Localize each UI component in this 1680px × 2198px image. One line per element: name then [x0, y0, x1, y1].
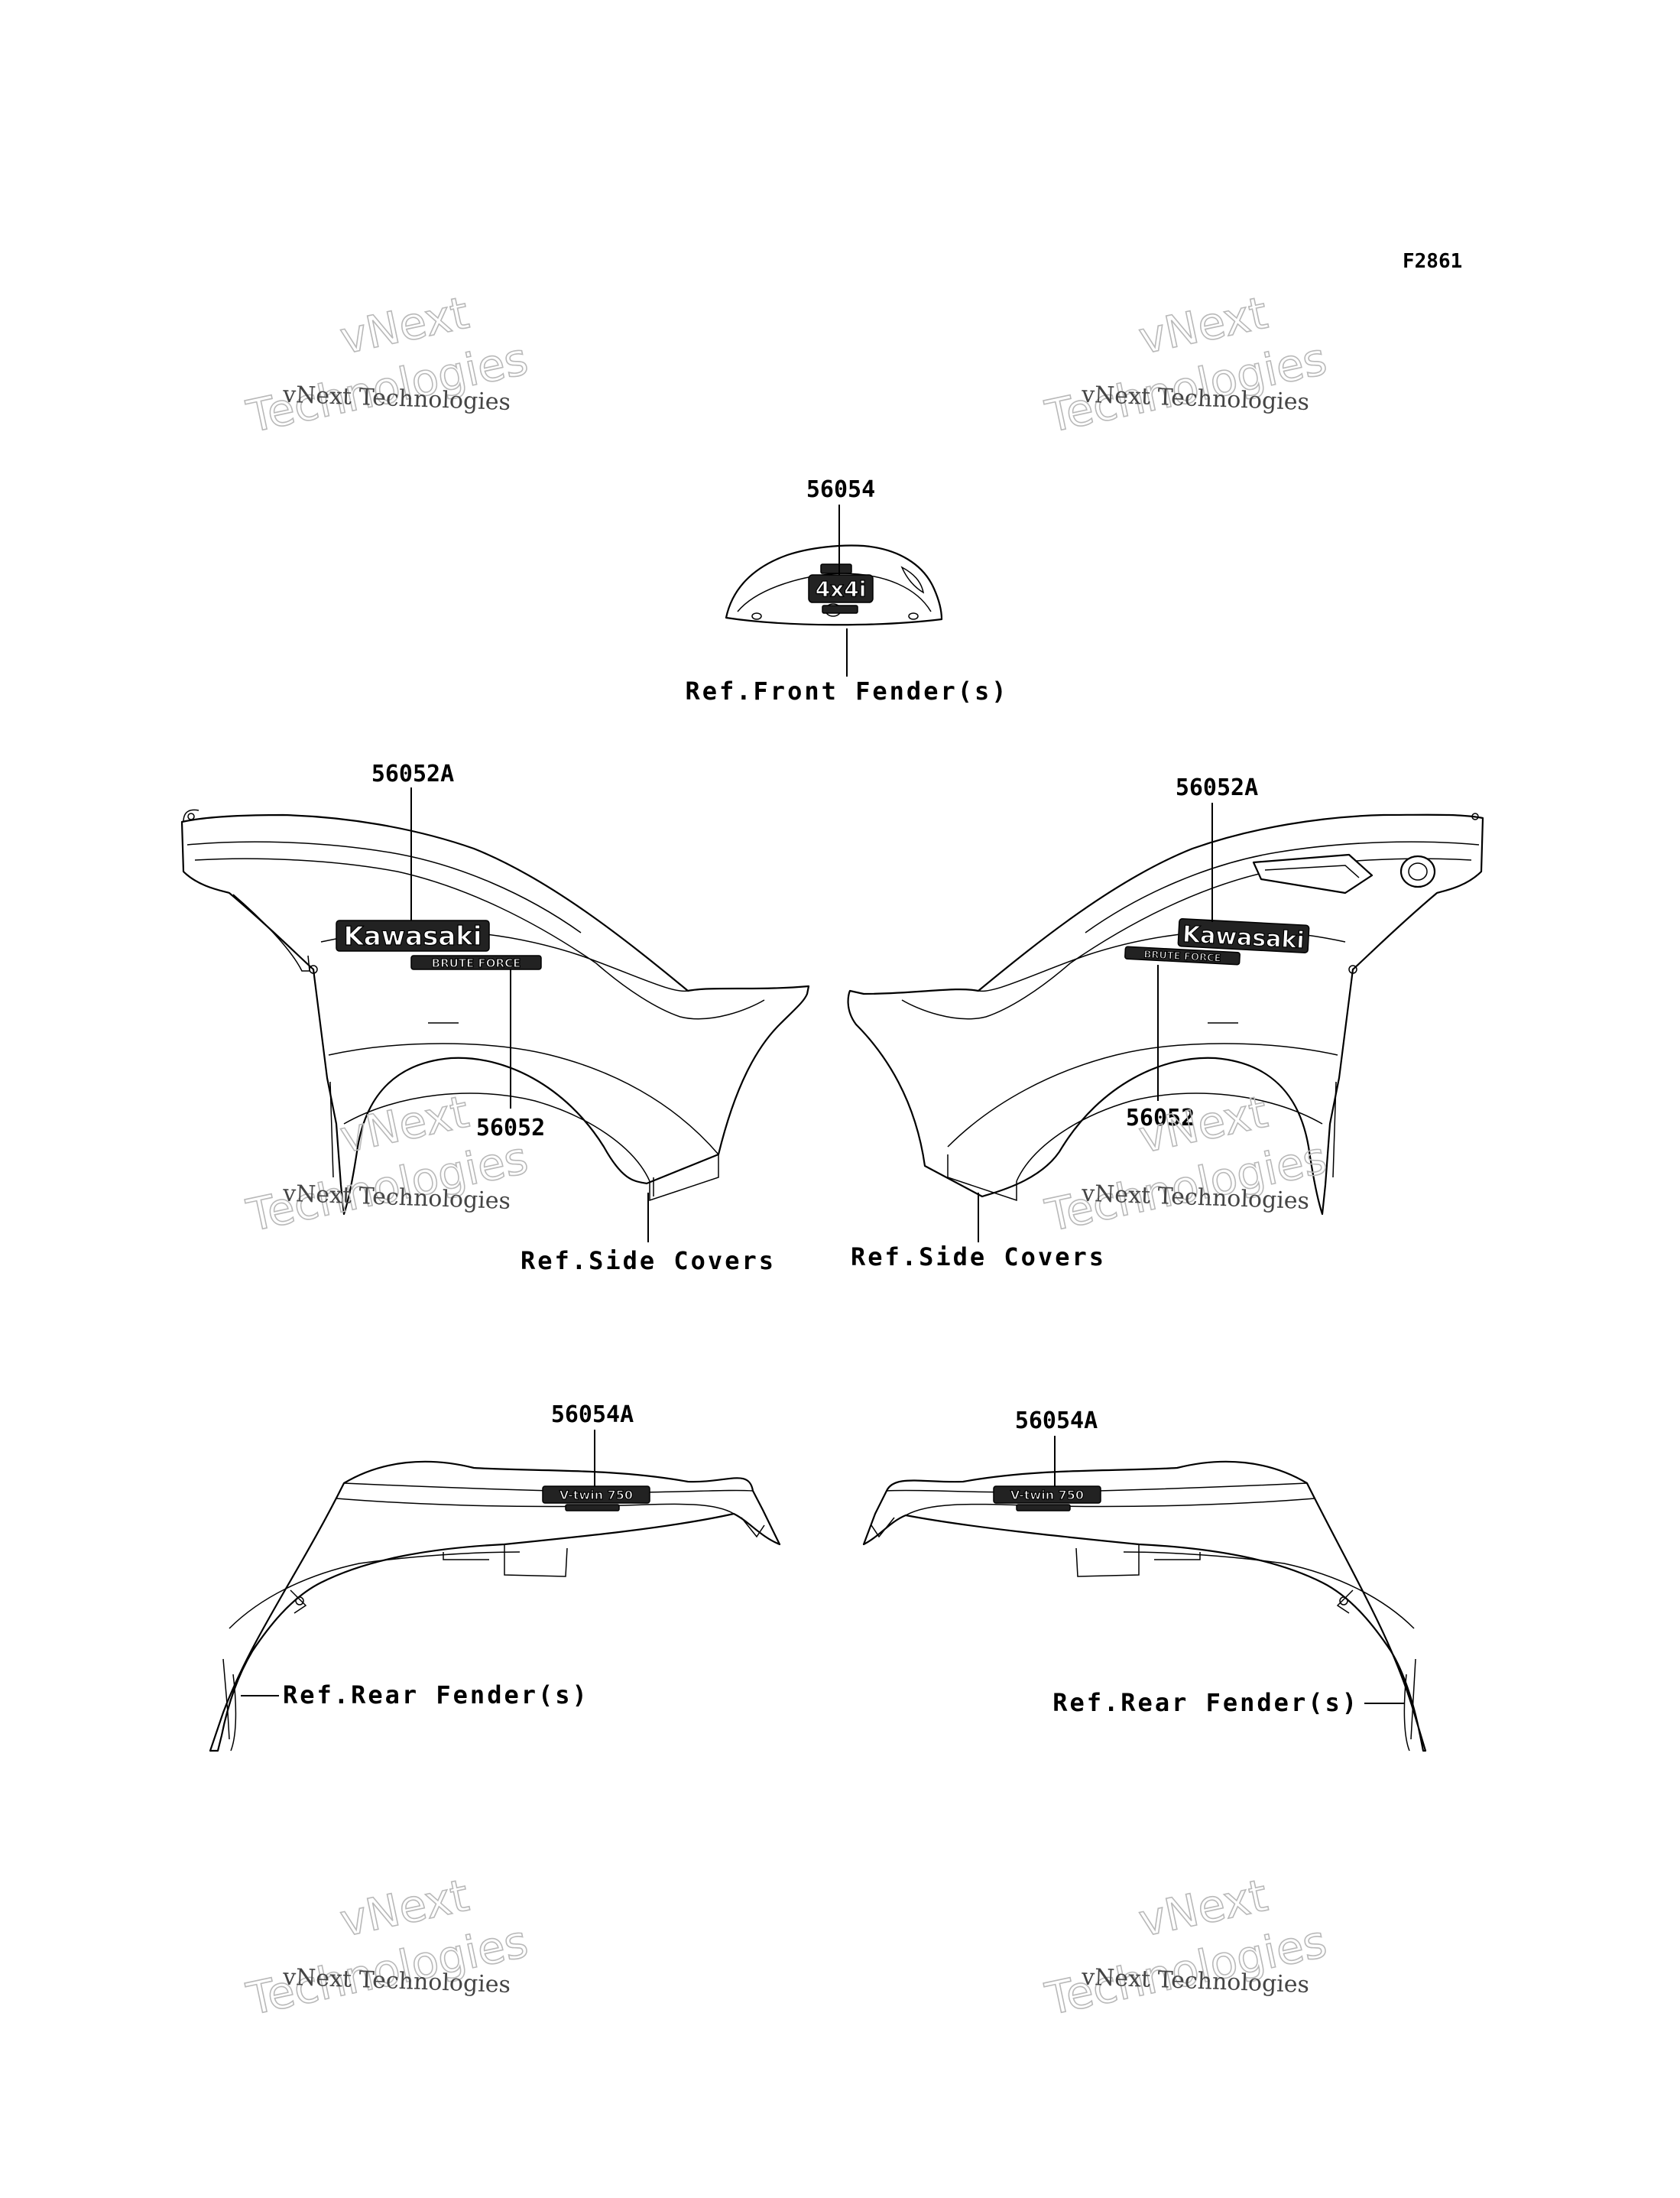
figure-number: F2861 — [1403, 250, 1462, 273]
watermark-bottom-left: vNext Technologies vNext Technologies — [242, 1868, 533, 2026]
callout-56052A-right: 56052A — [1176, 774, 1258, 801]
callout-56052-right: 56052 — [1126, 1105, 1195, 1131]
watermark-middle-left: vNext Technologies vNext Technologies — [242, 1085, 533, 1242]
rear-fender-left-group: V-twin 750 56054A Ref.Rear Fender(s) — [209, 1401, 781, 1752]
callout-56054A-right: 56054A — [1015, 1407, 1098, 1434]
svg-text:Kawasaki: Kawasaki — [1182, 921, 1305, 954]
right-side-cover-part — [847, 813, 1484, 1216]
kawasaki-decal-left: Kawasaki — [336, 920, 490, 953]
brute-force-decal-right: BRUTE FORCE — [1124, 946, 1241, 966]
left-side-cover-part — [180, 813, 810, 1216]
kawasaki-decal-right: Kawasaki — [1177, 918, 1310, 955]
rear-fender-right-group: V-twin 750 56054A Ref.Rear Fender(s) — [862, 1407, 1427, 1752]
svg-text:V-twin 750: V-twin 750 — [1010, 1488, 1084, 1502]
svg-text:4x4i: 4x4i — [816, 576, 867, 602]
callout-56052A-left: 56052A — [371, 761, 454, 787]
svg-text:Kawasaki: Kawasaki — [343, 921, 482, 952]
v-twin-decal-left: V-twin 750 — [542, 1485, 650, 1511]
four-by-four-decal: 4x4i — [808, 563, 874, 614]
watermark-top-left: vNext Technologies vNext Technologies — [242, 286, 533, 443]
callout-56052-left: 56052 — [476, 1115, 545, 1141]
front-fender-decal-group: 4x4i 56054 Ref.Front Fender(s) — [685, 476, 1008, 706]
ref-side-covers-right: Ref.Side Covers — [851, 1242, 1106, 1271]
right-side-cover-group: Kawasaki BRUTE FORCE 56052A 56052 Ref.Si… — [847, 774, 1484, 1271]
svg-text:V-twin 750: V-twin 750 — [559, 1488, 633, 1502]
callout-56054: 56054 — [806, 476, 875, 503]
svg-text:BRUTE FORCE: BRUTE FORCE — [432, 956, 521, 970]
v-twin-decal-right: V-twin 750 — [993, 1485, 1101, 1511]
callout-56054A-left: 56054A — [551, 1401, 634, 1428]
watermark-bottom-right: vNext Technologies vNext Technologies — [1040, 1868, 1331, 2026]
brute-force-decal-left: BRUTE FORCE — [410, 955, 542, 971]
ref-side-covers-left: Ref.Side Covers — [521, 1246, 776, 1275]
svg-text:BRUTE FORCE: BRUTE FORCE — [1143, 949, 1221, 964]
watermark-top-right: vNext Technologies vNext Technologies — [1040, 286, 1331, 443]
ref-rear-fender-right: Ref.Rear Fender(s) — [1052, 1688, 1359, 1717]
left-side-cover-group: Kawasaki BRUTE FORCE 56052A 56052 Ref.Si… — [180, 761, 810, 1275]
ref-rear-fender-left: Ref.Rear Fender(s) — [283, 1680, 589, 1709]
ref-front-fender: Ref.Front Fender(s) — [685, 677, 1008, 706]
